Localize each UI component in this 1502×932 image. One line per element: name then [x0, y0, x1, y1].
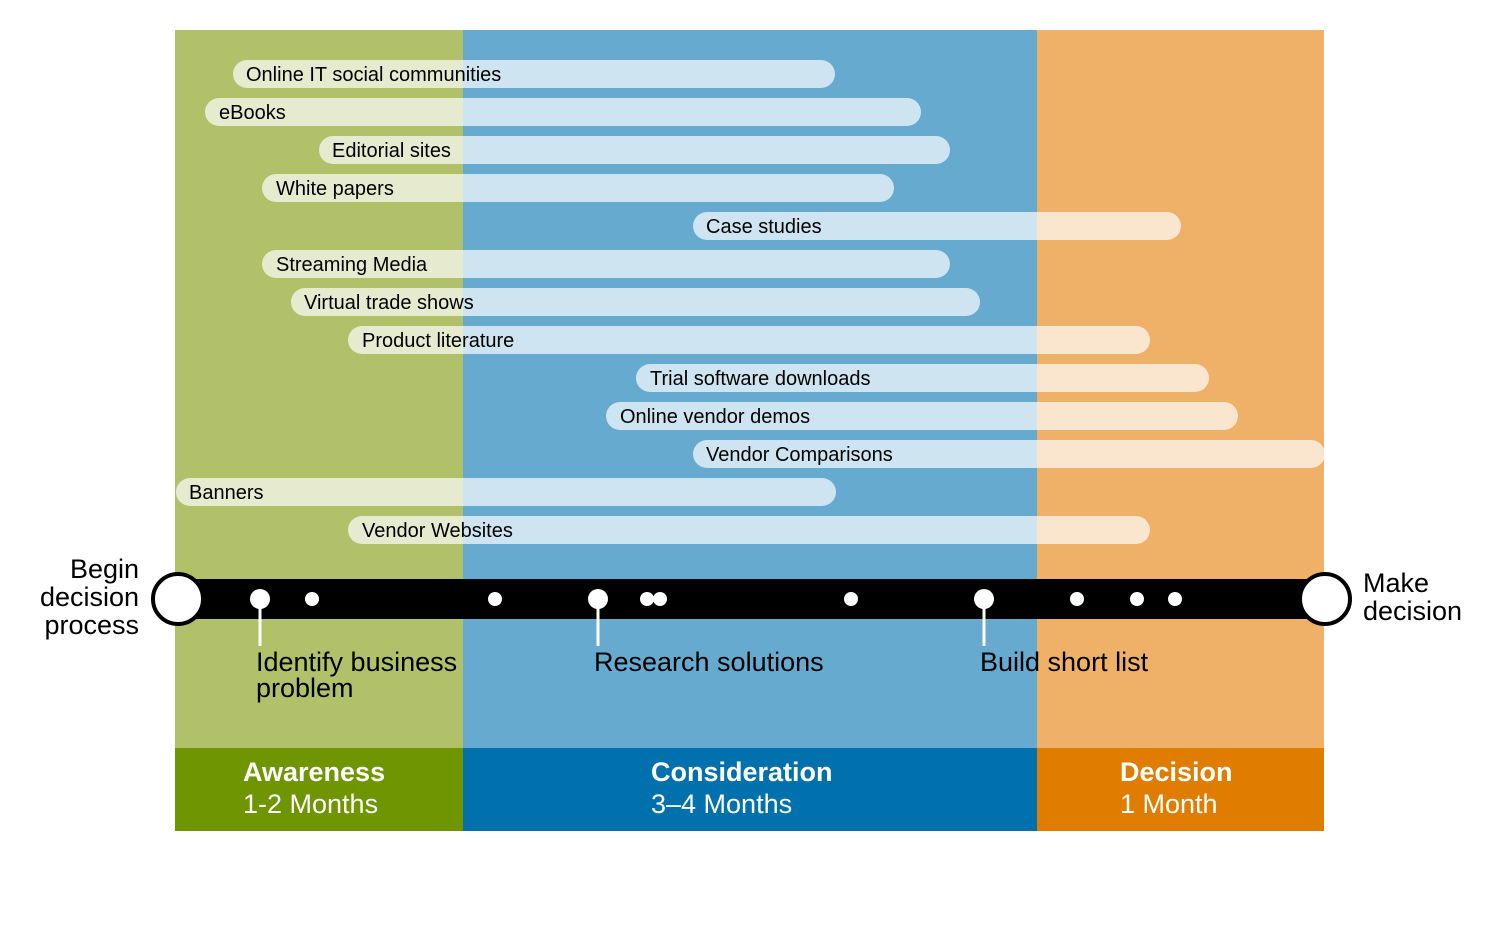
timeline-dot	[1168, 592, 1182, 606]
phase-duration: 3–4 Months	[651, 789, 793, 819]
timeline-start-node	[151, 572, 205, 626]
timeline-dot	[653, 592, 667, 606]
timeline-dot	[640, 592, 654, 606]
channel-label: Case studies	[706, 216, 822, 238]
channel-label: Editorial sites	[332, 140, 451, 162]
timeline-dot	[1070, 592, 1084, 606]
consideration-phase-footer: Consideration 3–4 Months	[463, 748, 1037, 831]
timeline-bar	[176, 579, 1326, 619]
channel-label: Product literature	[362, 330, 515, 352]
channel-label: Vendor Websites	[362, 520, 513, 542]
make-decision-label: Make decision	[1363, 568, 1463, 626]
milestone-label: Research solutions	[594, 647, 824, 677]
begin-decision-label: Begin decision process	[39, 554, 139, 640]
channel-label: Streaming Media	[276, 254, 428, 276]
channel-label: Vendor Comparisons	[706, 444, 893, 466]
milestone-node	[974, 589, 994, 609]
timeline-end-node	[1298, 572, 1352, 626]
phase-name: Consideration	[651, 757, 833, 787]
milestone-node	[250, 589, 270, 609]
channel-label: Banners	[189, 482, 264, 504]
milestone-node	[588, 589, 608, 609]
phase-name: Awareness	[243, 757, 386, 787]
decision-phase-footer: Decision 1 Month	[1037, 748, 1324, 831]
milestone-label: Build short list	[980, 647, 1149, 677]
channel-label: Online vendor demos	[620, 406, 811, 428]
channel-label: eBooks	[219, 102, 286, 124]
phase-duration: 1-2 Months	[243, 789, 379, 819]
channel-label: Virtual trade shows	[304, 292, 474, 314]
timeline-dot	[844, 592, 858, 606]
awareness-phase-footer: Awareness 1-2 Months	[175, 748, 463, 831]
channel-label: Trial software downloads	[650, 368, 871, 390]
timeline-dot	[488, 592, 502, 606]
channel-label: White papers	[276, 178, 394, 200]
channel-label: Online IT social communities	[246, 64, 502, 86]
milestone-label: Identify business problem	[256, 647, 458, 703]
phase-name: Decision	[1120, 757, 1233, 787]
timeline-dot	[305, 592, 319, 606]
phase-duration: 1 Month	[1120, 789, 1218, 819]
timeline-dot	[1130, 592, 1144, 606]
